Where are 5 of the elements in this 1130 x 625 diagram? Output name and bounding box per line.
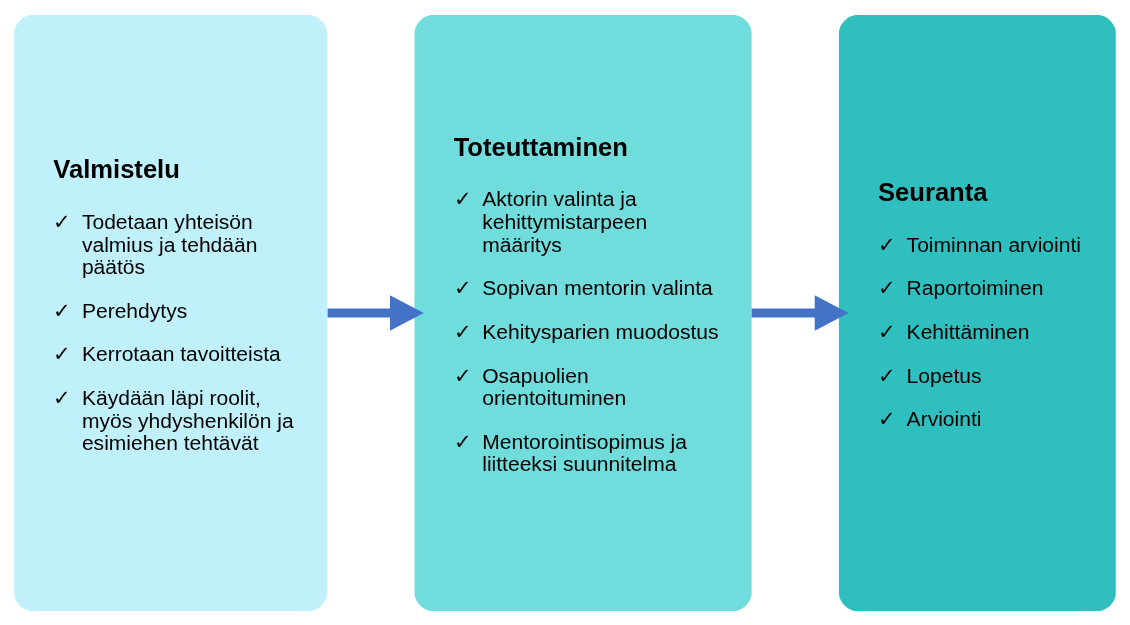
node-box: Seuranta ✓ Toiminnan arviointi ✓ Raportoiminen ✓ Kehittäminen ✓ Lopetus ✓ Arviointi (838, 14, 1116, 611)
node-box: Valmistelu ✓ Todetaan yhteisön valmius ja tehdään päätös ✓ Perehdytys ✓ Kerrotaan tavoitteista ✓ Käydään läpi roolit, myös yhdyshenkilön ja esimiehen tehtävät (14, 14, 328, 611)
arrow (327, 294, 424, 331)
node-box: Toteuttaminen ✓ Aktorin valinta ja kehittymistarpeen määritys ✓ Sopivan mentorin valinta ✓ Kehitysparien muodostus ✓ Osapuolien orientoituminen ✓ Mentorointisopimus ja liitteeksi suunnitelma (414, 14, 752, 611)
arrow (751, 294, 849, 331)
